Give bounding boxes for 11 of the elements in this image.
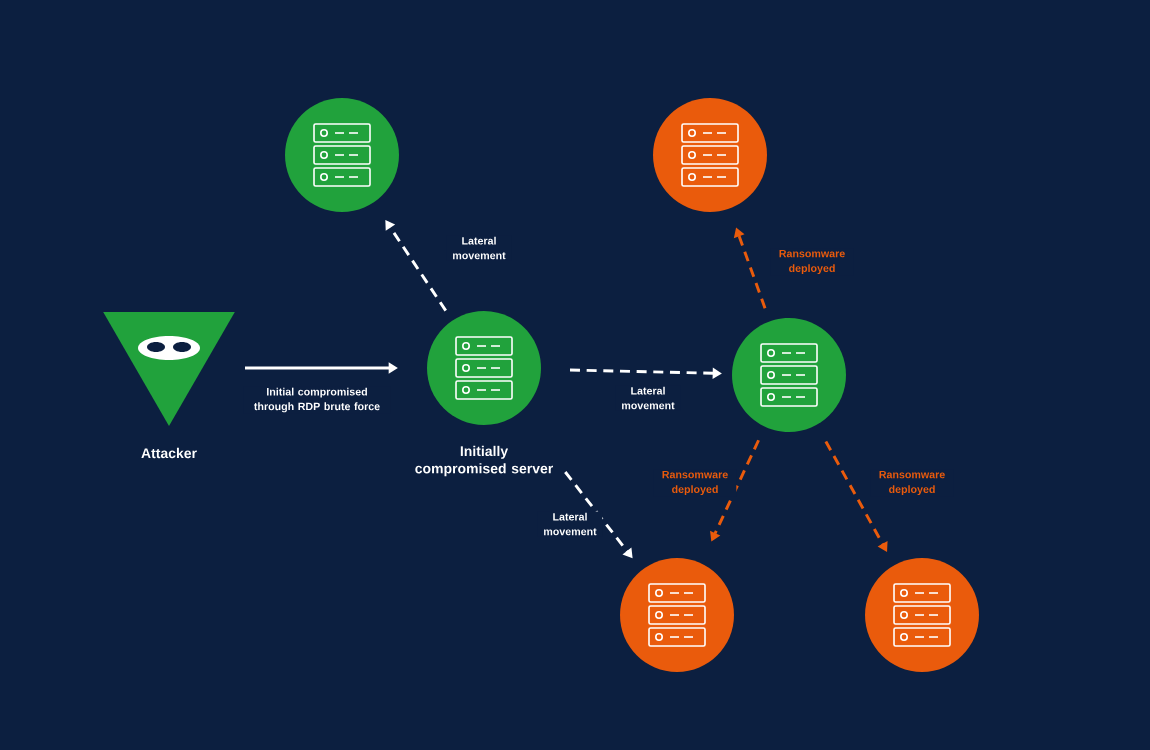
edge-label: Initial compromised through RDP brute force [243,386,391,414]
edge-label: Lateral movement [537,511,603,537]
edge-label: Ransomware deployed [770,248,854,276]
arrow [385,220,447,312]
node-caption: Initially compromised server [415,445,553,477]
edge-label: Ransomware deployed [870,469,954,497]
edge-label: Lateral movement [446,235,512,261]
arrow [824,440,888,552]
edge-label: Ransomware deployed [653,469,737,497]
node-caption: Attacker [141,447,197,459]
edge-label: Lateral movement [615,385,681,411]
